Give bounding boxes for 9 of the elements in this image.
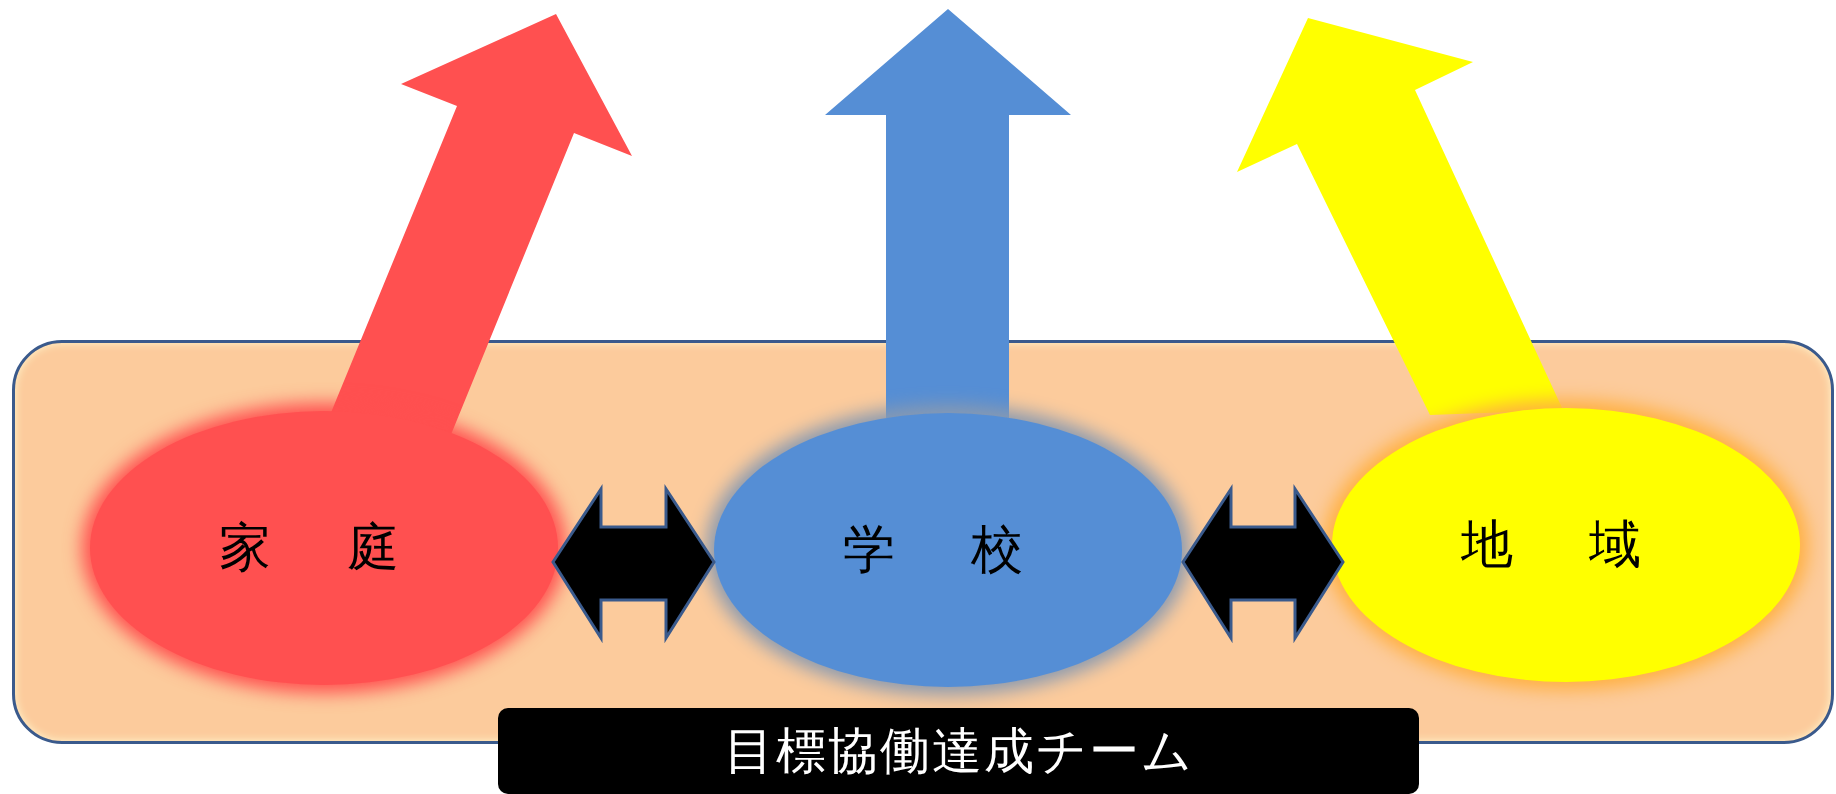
place-name: 地 域 [1460,513,1672,576]
place-name: 家 庭 [218,516,430,579]
up-arrow [1237,18,1563,415]
team-name: 目標協働達成チーム [723,720,1194,782]
team-label [498,708,1419,794]
double-arrow [551,484,716,644]
place-name: 学 校 [842,518,1054,581]
double-arrow [1181,484,1345,644]
up-arrow [825,9,1071,418]
